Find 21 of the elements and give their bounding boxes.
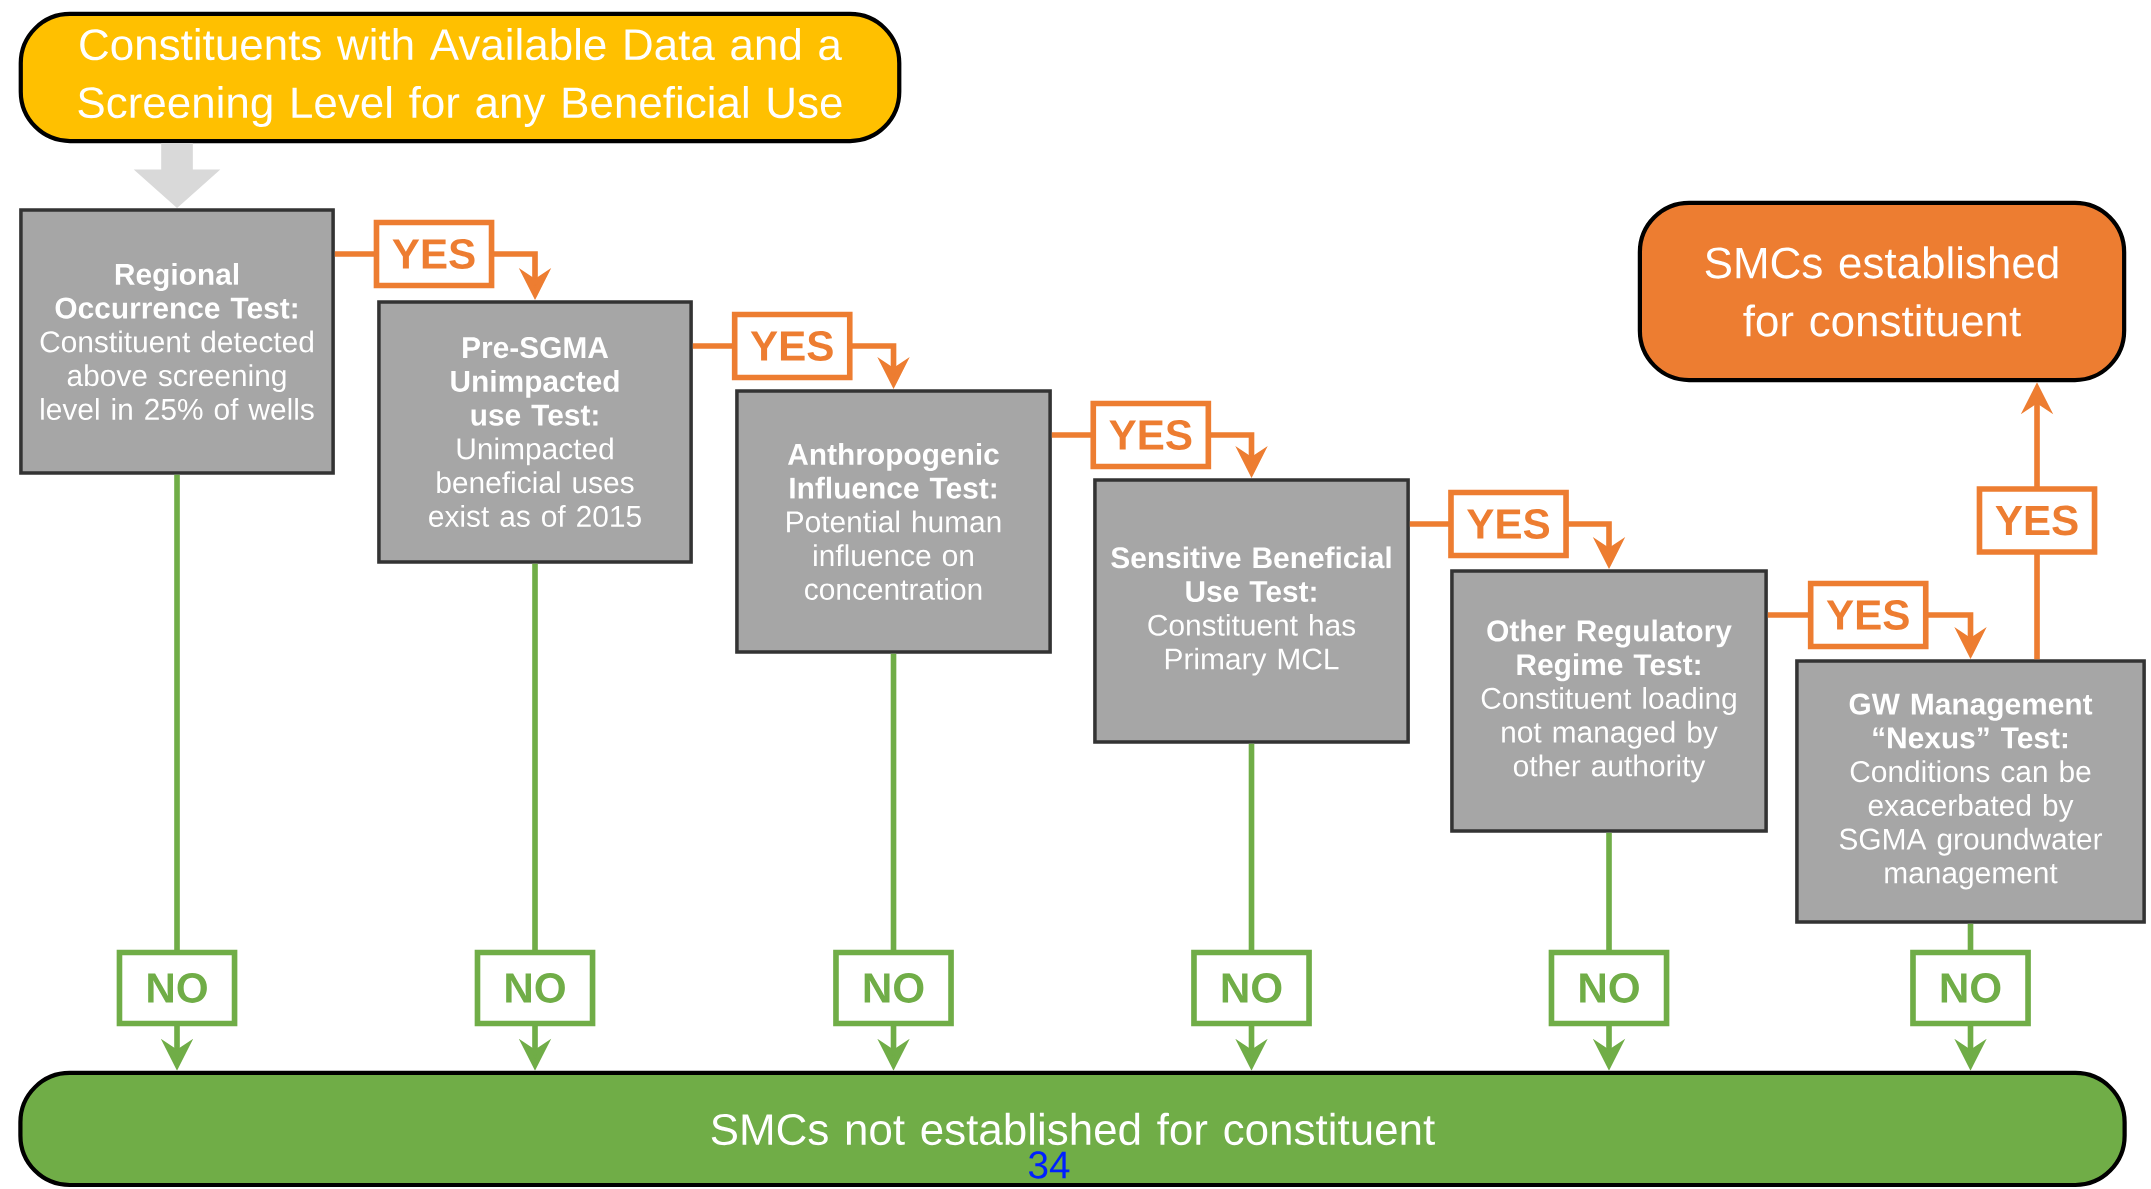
test-box: Anthropogenic Influence Test: Potential human influence on concentration	[735, 389, 1052, 654]
edge-label: NO	[1910, 949, 2031, 1027]
edge-label: YES	[731, 311, 853, 381]
test-box: Pre-SGMA Unimpacted use Test: Unimpacted beneficial uses exist as of 2015	[377, 300, 693, 564]
test-box: GW Management “Nexus” Test: Conditions can be exacerbated by SGMA groundwater management	[1795, 659, 2146, 924]
result-box: SMCs established for constituent	[1637, 200, 2127, 383]
test-box: Regional Occurrence Test: Constituent detected above screening level in 25% of wells	[19, 208, 335, 475]
edge-label: YES	[1976, 486, 2098, 555]
test-box: Other Regulatory Regime Test: Constituent loading not managed by other authority	[1450, 569, 1768, 833]
edge-label: NO	[116, 949, 238, 1027]
start-box: Constituents with Available Data and a Screening Level for any Beneficial Use	[18, 11, 902, 144]
page-number: 34	[1029, 1151, 1070, 1179]
edge-label: NO	[1191, 949, 1312, 1027]
edge-label: NO	[1548, 949, 1670, 1027]
edge-label: NO	[833, 949, 954, 1027]
edge-label: YES	[1807, 580, 1929, 650]
edge-label: NO	[474, 949, 596, 1027]
edge-label: YES	[373, 219, 495, 289]
edge-label: YES	[1090, 400, 1212, 470]
edge-label: YES	[1448, 489, 1569, 559]
test-box: Sensitive Beneficial Use Test: Constituent has Primary MCL	[1093, 478, 1410, 744]
